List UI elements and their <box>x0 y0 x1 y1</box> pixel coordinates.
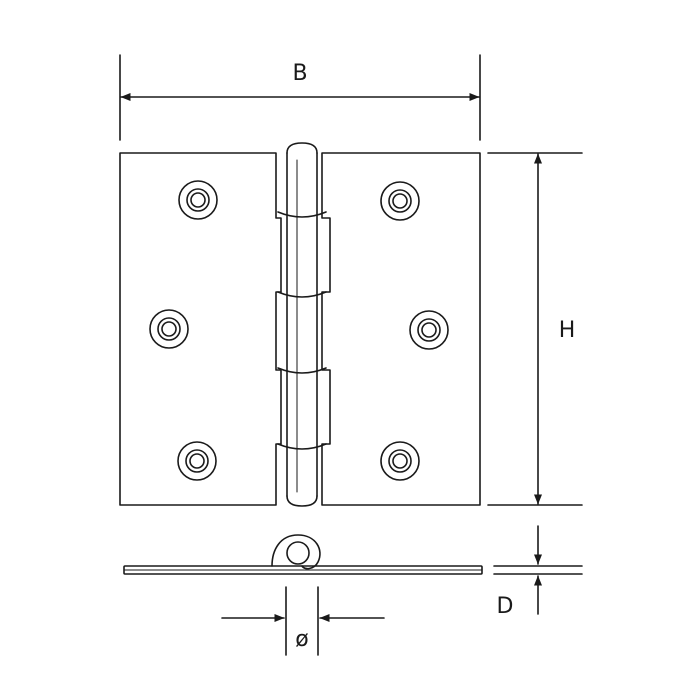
pin-diameter-dimension <box>221 586 385 656</box>
screw-hole-left-top <box>178 180 218 220</box>
knuckle-joint-3 <box>277 367 327 374</box>
knuckle-bottom-cap <box>286 495 318 507</box>
height-label: H <box>559 318 576 343</box>
thickness-dimension <box>493 525 583 615</box>
knuckle-top-cap <box>286 142 318 154</box>
hinge-right-leaf <box>321 152 481 506</box>
screw-hole-right-bottom <box>380 441 420 481</box>
knuckle-joint-4 <box>277 443 327 450</box>
height-dimension <box>487 152 583 506</box>
pin-diameter-label: ø <box>295 627 308 652</box>
thickness-label: D <box>497 594 514 619</box>
screw-hole-right-top <box>380 181 420 221</box>
screw-hole-right-middle <box>409 310 449 350</box>
hinge-side-view <box>123 534 483 575</box>
side-view-pin <box>286 541 310 565</box>
screw-hole-left-middle <box>149 309 189 349</box>
knuckle-joint-1 <box>277 211 327 218</box>
knuckle-joint-2 <box>277 291 327 298</box>
width-label: B <box>292 61 307 86</box>
hinge-left-leaf <box>119 152 282 506</box>
side-view-knuckle-curl <box>271 534 321 570</box>
screw-hole-left-bottom <box>177 441 217 481</box>
hinge-knuckle <box>277 142 327 507</box>
width-dimension <box>119 54 481 141</box>
